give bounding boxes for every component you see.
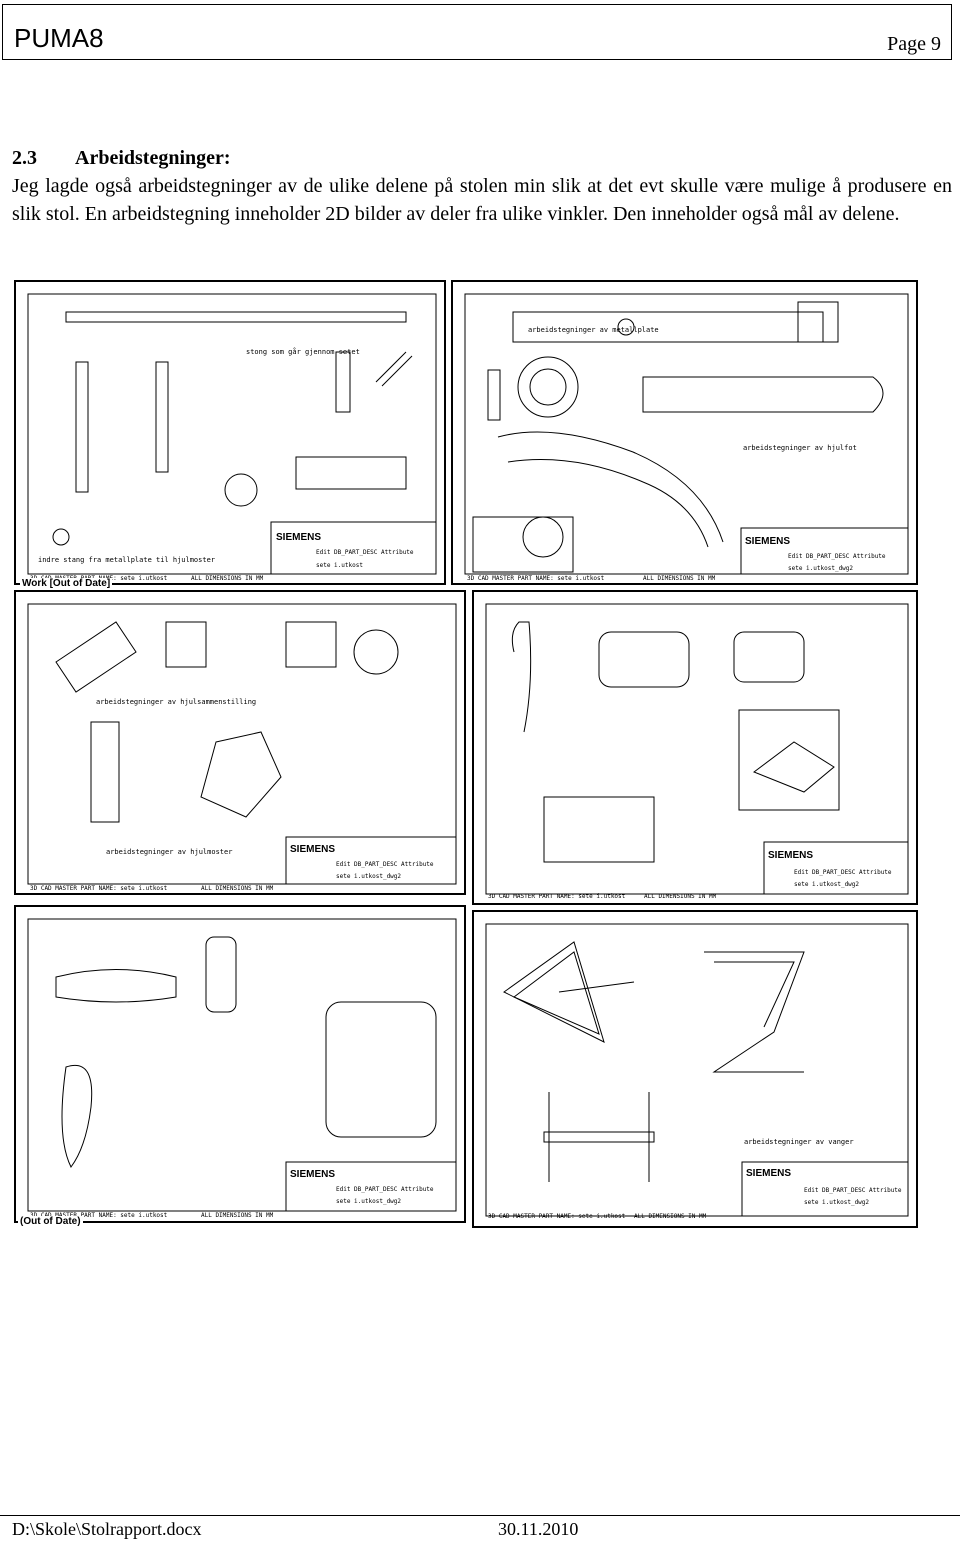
drawing-subcaption: arbeidstegninger av hjulfot	[743, 444, 857, 452]
drawing-file: sete i.utkost_dwg2	[788, 565, 853, 572]
drawing-file: sete i.utkost_dwg2	[794, 881, 859, 888]
drawing-master: 3D CAD MASTER PART NAME: sete i.utkost	[30, 1212, 168, 1219]
drawing-sheet-6: arbeidstegninger av vanger SIEMENS Edit …	[472, 910, 918, 1228]
drawing-master: 3D CAD MASTER PART NAME: sete i.utkost	[30, 885, 168, 892]
drawing-subcaption: arbeidstegninger av hjulmoster	[106, 848, 232, 856]
section-heading: 2.3 Arbeidstegninger:	[12, 147, 231, 170]
drawing-dims: ALL DIMENSIONS IN MM	[201, 885, 274, 892]
page-number: Page 9	[887, 33, 941, 55]
drawing-brand: SIEMENS	[290, 1169, 335, 1180]
drawing-graphic: SIEMENS Edit DB_PART_DESC Attribute sete…	[27, 918, 457, 1219]
drawing-file: sete i.utkost_dwg2	[336, 1198, 401, 1205]
drawing-attr: Edit DB_PART_DESC Attribute	[794, 869, 892, 876]
drawing-file: sete i.utkost	[316, 562, 363, 569]
drawing-sheet-5: SIEMENS Edit DB_PART_DESC Attribute sete…	[14, 905, 466, 1227]
drawing-attr: Edit DB_PART_DESC Attribute	[316, 549, 414, 556]
drawing-master: 3D CAD MASTER PART NAME: sete i.utkost	[467, 575, 605, 582]
drawing-dims: ALL DIMENSIONS IN MM	[644, 893, 717, 900]
drawing-attr: Edit DB_PART_DESC Attribute	[788, 553, 886, 560]
drawing-graphic: SIEMENS Edit DB_PART_DESC Attribute sete…	[485, 603, 909, 900]
drawing-master: 3D CAD MASTER PART NAME: sete i.utkost	[488, 1213, 626, 1220]
drawing-file: sete i.utkost_dwg2	[336, 873, 401, 880]
drawing-sheet-3: arbeidstegninger av hjulsammenstilling a…	[14, 590, 466, 895]
drawing-attr: Edit DB_PART_DESC Attribute	[804, 1187, 902, 1194]
status-stamp: Work [Out of Date]	[20, 578, 113, 589]
drawing-brand: SIEMENS	[290, 844, 335, 855]
drawing-brand: SIEMENS	[745, 536, 790, 547]
drawing-caption: arbeidstegninger av vanger	[744, 1138, 854, 1146]
drawing-dims: ALL DIMENSIONS IN MM	[643, 575, 716, 582]
body-paragraph: Jeg lagde også arbeidstegninger av de ul…	[12, 175, 952, 225]
drawing-graphic: arbeidstegninger av metallplate arbeidst…	[464, 293, 909, 582]
footer-divider	[0, 1515, 960, 1516]
drawing-brand: SIEMENS	[276, 532, 321, 543]
drawing-master: 3D CAD MASTER PART NAME: sete i.utkost	[488, 893, 626, 900]
drawing-dims: ALL DIMENSIONS IN MM	[201, 1212, 274, 1219]
section-number: 2.3	[12, 147, 37, 169]
drawing-caption: arbeidstegninger av hjulsammenstilling	[96, 698, 256, 706]
drawing-graphic: arbeidstegninger av vanger SIEMENS Edit …	[485, 923, 909, 1220]
drawing-subcaption: indre stang fra metallplate til hjulmost…	[38, 556, 215, 564]
page-header: PUMA8 Page 9	[2, 4, 952, 60]
drawing-brand: SIEMENS	[768, 850, 813, 861]
drawing-dims: ALL DIMENSIONS IN MM	[191, 575, 264, 582]
footer-file-path: D:\Skole\Stolrapport.docx	[12, 1519, 202, 1539]
drawing-file: sete i.utkost_dwg2	[804, 1199, 869, 1206]
drawing-sheet-2: arbeidstegninger av metallplate arbeidst…	[451, 280, 918, 585]
section-title: Arbeidstegninger:	[75, 147, 231, 169]
drawing-brand: SIEMENS	[746, 1168, 791, 1179]
drawing-graphic: arbeidstegninger av hjulsammenstilling a…	[27, 603, 457, 892]
drawing-attr: Edit DB_PART_DESC Attribute	[336, 861, 434, 868]
drawing-sheet-4: SIEMENS Edit DB_PART_DESC Attribute sete…	[472, 590, 918, 905]
drawing-caption: arbeidstegninger av metallplate	[528, 326, 659, 334]
document-title: PUMA8	[14, 23, 104, 53]
drawing-attr: Edit DB_PART_DESC Attribute	[336, 1186, 434, 1193]
drawing-graphic: stong som går gjennom setet indre stang …	[27, 293, 437, 582]
drawing-dims: ALL DIMENSIONS IN MM	[634, 1213, 707, 1220]
status-stamp: (Out of Date)	[18, 1216, 83, 1227]
footer-date: 30.11.2010	[498, 1519, 579, 1539]
drawing-sheet-1: stong som går gjennom setet indre stang …	[14, 280, 446, 589]
drawing-caption: stong som går gjennom setet	[246, 347, 360, 356]
